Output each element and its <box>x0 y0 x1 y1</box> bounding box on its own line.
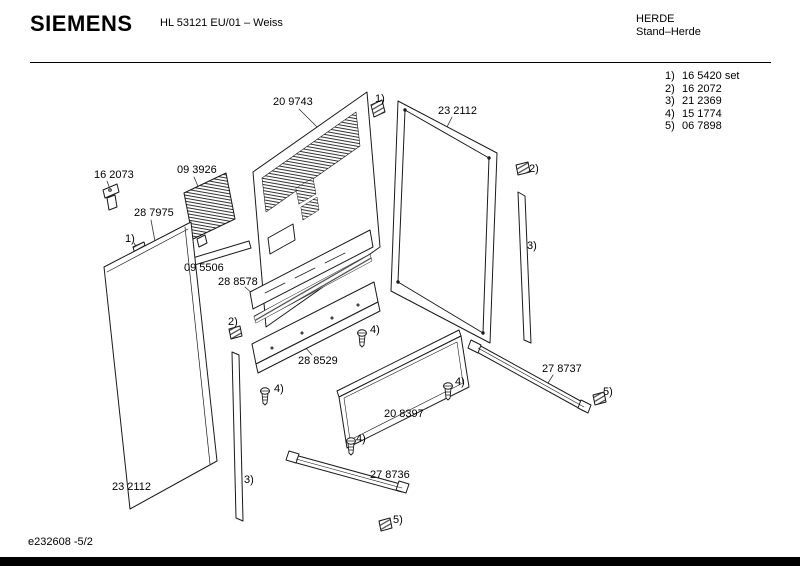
right-base-rail-278737-shape <box>467 339 592 414</box>
cross-rail-288529-shape <box>251 281 381 374</box>
appliance-category: HERDE Stand–Herde <box>636 13 701 39</box>
part-index: 5) <box>665 120 675 132</box>
document-reference: e232608 -5/2 <box>28 536 93 548</box>
parts-list-item: 1) 16 5420 set <box>665 70 740 82</box>
right-side-panel-232112-shape <box>390 100 498 344</box>
right-clip-5-shape <box>592 391 607 406</box>
category-line2: Stand–Herde <box>636 26 701 38</box>
part-index: 1) <box>665 70 675 82</box>
brand-logo: SIEMENS <box>30 11 133 36</box>
part-index: 4) <box>665 107 675 120</box>
part-number: 15 1774 <box>682 107 722 120</box>
cross-rail-288578-shape <box>249 229 374 324</box>
bracket-162073-shape <box>102 183 120 211</box>
right-clip-2-shape <box>515 161 531 176</box>
part-index: 2) <box>665 82 675 95</box>
part-number: 16 2072 <box>682 82 722 95</box>
parts-list: 1) 16 5420 set 2) 16 2072 3) 21 2369 4) 15 1… <box>665 70 740 133</box>
header-divider <box>30 62 771 63</box>
part-number: 21 2369 <box>682 95 722 107</box>
front-lower-panel-208397-shape <box>336 329 470 449</box>
front-base-rail-278736-shape <box>285 450 410 494</box>
model-number: HL 53121 EU/01 – Weiss <box>160 17 283 29</box>
part-number: 16 5420 set <box>682 70 740 82</box>
bottom-clip-5-shape <box>378 517 393 532</box>
parts-list-item: 2) 16 2072 <box>665 83 740 95</box>
top-clip-1-shape <box>370 99 386 118</box>
category-line1: HERDE <box>636 13 675 25</box>
left-side-panel-232112-shape <box>103 221 218 510</box>
part-number: 06 7898 <box>682 120 722 132</box>
parts-list-item: 5) 06 7898 <box>665 120 740 132</box>
footer-bar <box>0 557 800 566</box>
right-vertical-rail-3-shape <box>517 191 532 344</box>
parts-list-item: 3) 21 2369 <box>665 95 740 107</box>
part-index: 3) <box>665 95 675 107</box>
parts-list-item: 4) 15 1774 <box>665 108 740 120</box>
left-vertical-rail-3-shape <box>231 351 244 522</box>
left-clip-2-shape <box>228 325 243 340</box>
